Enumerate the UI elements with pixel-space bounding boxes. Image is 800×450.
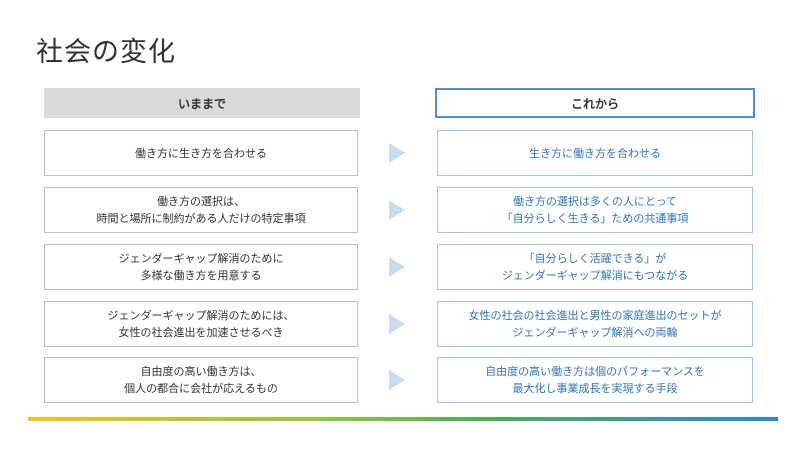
comparison-row: 自由度の高い働き方は、 個人の都合に会社が応えるもの 自由度の高い働き方は個のパ… (0, 357, 800, 403)
header-before: いままで (44, 88, 360, 118)
before-text: 働き方に生き方を合わせる (44, 130, 358, 176)
after-text: 自由度の高い働き方は個のパフォーマンスを 最大化し事業成長を実現する手段 (437, 357, 753, 403)
after-text: 「自分らしく活躍できる」が ジェンダーギャップ解消にもつながる (437, 244, 753, 290)
arrow-right-icon (389, 200, 405, 220)
comparison-row: 働き方の選択は、 時間と場所に制約がある人だけの特定事項 働き方の選択は多くの人… (0, 187, 800, 233)
comparison-row: ジェンダーギャップ解消のためには、 女性の社会進出を加速させるべき 女性の社会の… (0, 301, 800, 347)
after-text: 働き方の選択は多くの人にとって 「自分らしく生きる」ための共通事項 (437, 187, 753, 233)
after-text: 生き方に働き方を合わせる (437, 130, 753, 176)
page-title: 社会の変化 (36, 37, 176, 68)
before-text: 働き方の選択は、 時間と場所に制約がある人だけの特定事項 (44, 187, 358, 233)
before-text: 自由度の高い働き方は、 個人の都合に会社が応えるもの (44, 357, 358, 403)
arrow-right-icon (389, 257, 405, 277)
before-text: ジェンダーギャップ解消のためには、 女性の社会進出を加速させるべき (44, 301, 358, 347)
arrow-right-icon (389, 314, 405, 334)
arrow-right-icon (389, 370, 405, 390)
after-text: 女性の社会の社会進出と男性の家庭進出のセットが ジェンダーギャップ解消への両輪 (437, 301, 753, 347)
footer-gradient-bar (28, 417, 778, 421)
comparison-row: ジェンダーギャップ解消のために 多様な働き方を用意する 「自分らしく活躍できる」… (0, 244, 800, 290)
arrow-right-icon (389, 143, 405, 163)
header-after: これから (435, 88, 755, 118)
before-text: ジェンダーギャップ解消のために 多様な働き方を用意する (44, 244, 358, 290)
comparison-row: 働き方に生き方を合わせる 生き方に働き方を合わせる (0, 130, 800, 176)
